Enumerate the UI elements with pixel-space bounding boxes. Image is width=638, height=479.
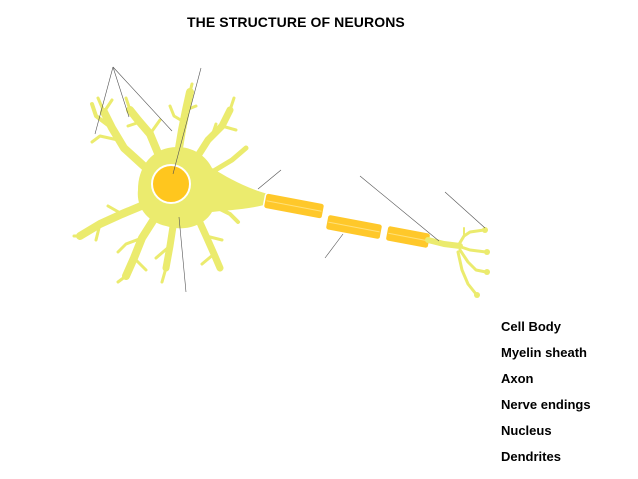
dendrite-lower-left xyxy=(116,212,160,284)
diagram-title: THE STRUCTURE OF NEURONS xyxy=(187,14,405,30)
dendrites xyxy=(72,82,249,284)
dendrite-upper-right xyxy=(190,96,238,166)
dendrite-lower-right xyxy=(192,210,224,272)
pointer-nucleus xyxy=(172,67,202,175)
dendrite-bottom xyxy=(154,216,178,284)
pointer-axon xyxy=(359,175,440,242)
pointer-dendrites-2 xyxy=(112,66,130,118)
label-myelin-sheath: Myelin sheath xyxy=(501,345,587,360)
pointer-cell-body xyxy=(178,216,187,293)
pointer-nerve-endings xyxy=(444,191,486,229)
pointer-axon-hillock xyxy=(257,169,282,190)
label-dendrites: Dendrites xyxy=(501,449,561,464)
label-axon: Axon xyxy=(501,371,534,386)
dendrite-upper-left xyxy=(90,96,150,172)
label-cell-body: Cell Body xyxy=(501,319,561,334)
pointer-dendrites-1 xyxy=(94,66,114,135)
pointer-lines xyxy=(94,66,486,293)
nerve-endings xyxy=(474,227,490,298)
pointer-myelin xyxy=(324,233,344,259)
label-list: Cell Body Myelin sheath Axon Nerve endin… xyxy=(501,319,591,475)
dendrite-left xyxy=(72,200,150,242)
axon-terminal xyxy=(425,227,488,296)
label-nerve-endings: Nerve endings xyxy=(501,397,591,412)
dendrite-top xyxy=(168,82,198,158)
label-nucleus: Nucleus xyxy=(501,423,552,438)
dendrite-upper-mid xyxy=(124,96,164,162)
nucleus xyxy=(151,164,191,204)
pointer-dendrites-3 xyxy=(112,66,173,132)
myelin-sheath xyxy=(262,192,432,250)
